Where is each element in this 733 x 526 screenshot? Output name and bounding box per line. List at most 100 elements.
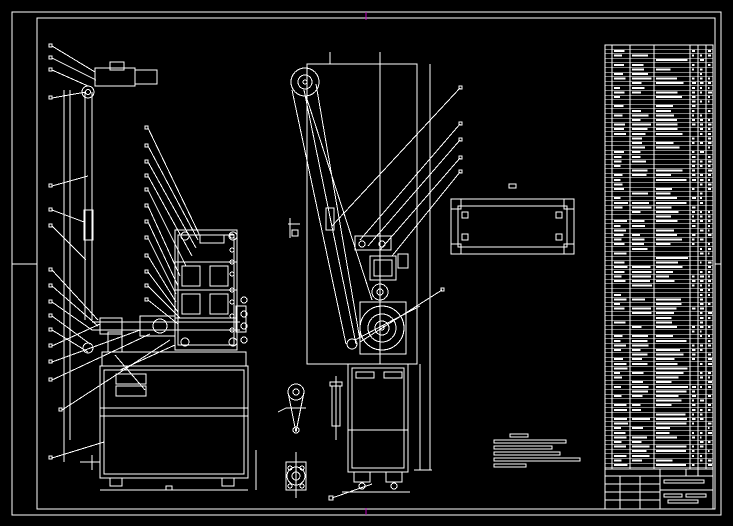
title-block xyxy=(604,468,714,510)
parts-list-cell-mark xyxy=(700,362,703,365)
parts-list-cell-mark xyxy=(700,165,703,167)
parts-list-cell-mark xyxy=(614,385,622,388)
parts-list-cell-mark xyxy=(632,441,642,443)
parts-list-cell-mark xyxy=(692,165,695,167)
parts-list-cell-mark xyxy=(700,372,703,374)
parts-list-cell-mark xyxy=(708,77,711,80)
parts-list-cell-mark xyxy=(656,316,672,319)
parts-list-cell-mark xyxy=(708,275,711,278)
parts-list-cell-mark xyxy=(656,192,671,195)
parts-list-cell-mark xyxy=(708,335,710,338)
parts-list-cell-mark xyxy=(656,367,688,370)
parts-list-cell-mark xyxy=(700,151,704,154)
parts-list-cell-mark xyxy=(700,119,703,121)
parts-list-cell-mark xyxy=(656,188,672,190)
parts-list-cell-mark xyxy=(632,201,649,204)
parts-list-cell-mark xyxy=(632,247,648,250)
parts-list-cell-mark xyxy=(614,96,620,98)
parts-list-cell-mark xyxy=(708,54,711,57)
parts-list-cell-mark xyxy=(708,82,712,85)
parts-list-cell-mark xyxy=(614,431,626,434)
parts-list-cell-mark xyxy=(656,169,683,172)
parts-list-cell-mark xyxy=(632,404,641,407)
parts-list-cell-mark xyxy=(708,243,711,246)
parts-list-cell-mark xyxy=(656,376,679,379)
parts-list-cell-mark xyxy=(614,197,621,200)
parts-list-cell-mark xyxy=(614,206,623,209)
parts-list-cell-mark xyxy=(656,174,672,177)
parts-list-cell-mark xyxy=(692,155,696,158)
parts-list-cell-mark xyxy=(708,284,711,287)
parts-list-cell-mark xyxy=(656,243,671,246)
parts-list-cell-mark xyxy=(708,146,711,149)
parts-list-cell-mark xyxy=(614,73,623,75)
parts-list-cell-mark xyxy=(632,358,643,361)
parts-list-cell-mark xyxy=(632,160,646,163)
parts-list-cell-mark xyxy=(692,178,696,181)
parts-list-cell-mark xyxy=(700,330,702,333)
parts-list-cell-mark xyxy=(614,178,621,181)
parts-list-cell-mark xyxy=(632,275,652,278)
parts-list-cell-mark xyxy=(708,247,712,250)
parts-list-cell-mark xyxy=(632,280,650,282)
parts-list-cell-mark xyxy=(692,137,695,140)
parts-list-cell-mark xyxy=(632,142,643,144)
parts-list-cell-mark xyxy=(700,229,704,232)
front-view-callout-marks xyxy=(48,43,149,460)
parts-list-cell-mark xyxy=(700,160,703,163)
parts-list-cell-mark xyxy=(708,50,711,52)
parts-list-cell-mark xyxy=(656,312,674,315)
parts-list-cell-mark xyxy=(614,86,620,89)
parts-list-cell-mark xyxy=(614,454,627,457)
parts-list-cell-mark xyxy=(656,238,683,241)
parts-list-cell-mark xyxy=(656,206,672,209)
parts-list-cell-mark xyxy=(656,450,686,453)
parts-list-cell-mark xyxy=(700,275,704,278)
parts-list-cell-mark xyxy=(708,293,710,296)
parts-list-cell-mark xyxy=(692,450,695,453)
parts-list-cell-mark xyxy=(656,436,677,439)
parts-list-cell-mark xyxy=(692,326,695,328)
parts-list-cell-mark xyxy=(708,165,711,167)
parts-list-cell-mark xyxy=(708,312,712,315)
parts-list-cell-mark xyxy=(614,367,628,370)
parts-list-cell-mark xyxy=(656,257,688,259)
parts-list-cell-mark xyxy=(708,358,712,361)
parts-list-cell-mark xyxy=(632,128,648,131)
parts-list-cell-mark xyxy=(656,119,678,121)
parts-list-cell-mark xyxy=(614,77,626,80)
parts-list-cell-mark xyxy=(708,266,711,269)
parts-list-cell-mark xyxy=(632,54,648,57)
parts-list-cell-mark xyxy=(700,307,704,310)
parts-list-cell-mark xyxy=(692,63,695,66)
parts-list-cell-mark xyxy=(614,344,626,347)
parts-list-cell-mark xyxy=(632,408,641,411)
parts-list-cell-mark xyxy=(708,289,710,292)
parts-list-cell-mark xyxy=(700,174,703,177)
parts-list-cell-mark xyxy=(708,229,710,232)
parts-list-cell-mark xyxy=(700,459,703,462)
parts-list-cell-mark xyxy=(692,109,695,112)
parts-list-cell-mark xyxy=(700,197,702,200)
parts-list-cell-mark xyxy=(614,436,627,439)
parts-list-cell-mark xyxy=(656,109,671,112)
parts-list-cell-mark xyxy=(632,155,641,158)
parts-list-cell-mark xyxy=(692,68,695,71)
parts-list-cell-mark xyxy=(632,109,641,112)
parts-list-cell-mark xyxy=(692,119,695,121)
parts-list-cell-mark xyxy=(632,234,641,236)
front-view-part-bubbles xyxy=(229,233,248,344)
parts-list-cell-mark xyxy=(614,201,628,204)
parts-list-cell-mark xyxy=(692,390,695,393)
parts-list-cell-mark xyxy=(656,358,675,361)
parts-list-cell-mark xyxy=(656,418,687,420)
parts-list-cell-mark xyxy=(614,376,622,379)
parts-list-cell-mark xyxy=(700,77,703,80)
parts-list-cell-mark xyxy=(700,298,703,301)
parts-list-cell-mark xyxy=(632,372,644,374)
parts-list-cell-mark xyxy=(708,96,710,98)
parts-list-cell-mark xyxy=(708,385,712,388)
parts-list-cell-mark xyxy=(614,234,624,236)
parts-list-cell-mark xyxy=(700,215,703,218)
parts-list-cell-mark xyxy=(692,454,694,457)
